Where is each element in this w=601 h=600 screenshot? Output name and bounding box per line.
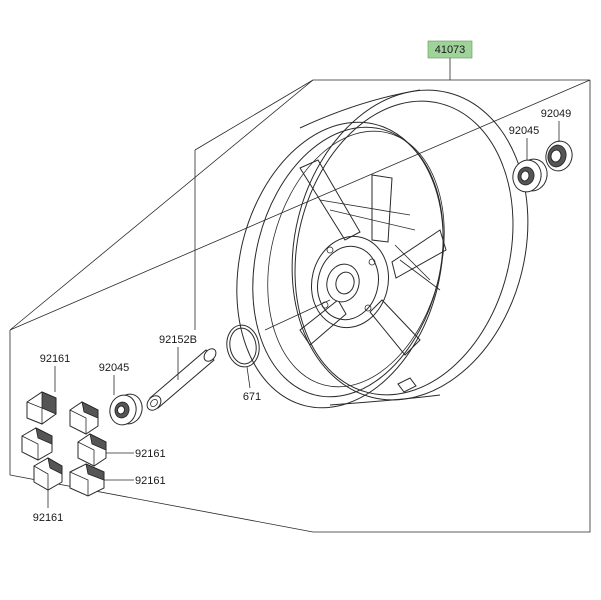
wheel-icon (236, 89, 529, 409)
damper-upper-right-icon (69, 401, 99, 435)
damper-top-icon (26, 391, 57, 425)
wheel-part-number: 41073 (435, 44, 466, 56)
damper-low-icon (69, 463, 105, 497)
bearing-left-icon (109, 393, 143, 426)
o-ring-icon (226, 324, 260, 368)
damper-mid-label: 92161 (135, 448, 166, 460)
bearing-left-label: 92045 (99, 362, 130, 374)
axle-centerline (264, 299, 331, 331)
o-ring-leader (246, 366, 251, 389)
damper-low-label: 92161 (135, 475, 166, 487)
damper-lower-left-icon (33, 457, 63, 491)
damper-mid-icon (77, 433, 107, 467)
bearing-right-icon (512, 158, 548, 193)
seal-right-label: 92049 (541, 108, 572, 120)
bearing-right-label: 92045 (509, 125, 540, 137)
frame-line (194, 79, 314, 151)
collar-label: 92152B (159, 334, 197, 346)
damper-top-label: 92161 (40, 353, 71, 365)
collar-icon (146, 348, 217, 411)
damper-left-icon (21, 427, 53, 461)
seal-right-icon (545, 140, 573, 172)
damper-bottom-label: 92161 (33, 512, 64, 524)
o-ring-label: 671 (243, 391, 261, 403)
